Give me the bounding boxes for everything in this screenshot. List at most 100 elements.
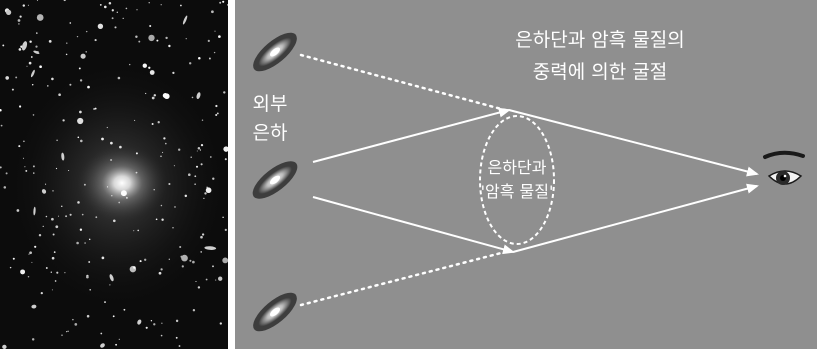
star bbox=[58, 216, 59, 217]
star bbox=[200, 149, 201, 150]
star bbox=[212, 265, 214, 267]
star bbox=[77, 36, 78, 37]
star bbox=[23, 4, 25, 6]
star bbox=[217, 112, 219, 114]
star bbox=[80, 79, 82, 81]
star bbox=[225, 229, 227, 231]
star bbox=[55, 280, 57, 282]
star bbox=[222, 257, 228, 263]
star bbox=[15, 76, 17, 78]
star bbox=[45, 184, 46, 185]
star bbox=[176, 337, 178, 339]
star bbox=[165, 143, 167, 145]
star bbox=[89, 289, 91, 291]
star bbox=[51, 218, 54, 221]
star bbox=[53, 234, 55, 236]
star bbox=[118, 77, 121, 80]
star bbox=[56, 140, 58, 142]
star bbox=[192, 97, 194, 99]
star bbox=[133, 266, 136, 269]
star bbox=[19, 15, 21, 17]
star bbox=[200, 251, 202, 253]
star bbox=[32, 338, 34, 340]
star bbox=[185, 195, 187, 197]
star bbox=[194, 184, 195, 185]
star bbox=[196, 166, 198, 168]
star bbox=[65, 215, 67, 217]
star bbox=[215, 280, 216, 281]
star bbox=[5, 76, 9, 80]
star bbox=[61, 206, 62, 207]
star bbox=[193, 309, 195, 311]
star bbox=[156, 40, 158, 42]
star bbox=[51, 272, 52, 273]
star bbox=[208, 40, 210, 42]
cluster-dark-matter-outline bbox=[480, 116, 554, 244]
star bbox=[195, 281, 196, 282]
star bbox=[203, 198, 204, 199]
star bbox=[58, 93, 61, 96]
star bbox=[143, 64, 147, 68]
star bbox=[168, 45, 170, 47]
star bbox=[52, 190, 53, 191]
star bbox=[160, 156, 162, 158]
star bbox=[19, 48, 22, 51]
star bbox=[69, 22, 71, 24]
star bbox=[158, 121, 160, 123]
star bbox=[39, 65, 42, 68]
star bbox=[31, 56, 33, 58]
star bbox=[34, 246, 36, 248]
star bbox=[111, 195, 112, 196]
star bbox=[149, 25, 151, 27]
star bbox=[46, 267, 48, 269]
star bbox=[18, 145, 20, 147]
star bbox=[109, 2, 112, 5]
star bbox=[68, 170, 69, 171]
star bbox=[55, 225, 58, 228]
star bbox=[66, 42, 67, 43]
star bbox=[36, 32, 38, 34]
star bbox=[46, 216, 48, 218]
star bbox=[6, 172, 8, 174]
star bbox=[202, 119, 203, 120]
lens-caption-line1: 은하단과 암흑 물질의 bbox=[515, 29, 684, 51]
star bbox=[64, 272, 65, 273]
star bbox=[66, 331, 67, 332]
star bbox=[148, 35, 154, 41]
star bbox=[52, 289, 53, 290]
star bbox=[210, 156, 212, 158]
star bbox=[152, 123, 154, 125]
star bbox=[144, 259, 146, 261]
star bbox=[35, 46, 37, 48]
star bbox=[102, 257, 105, 260]
star bbox=[206, 279, 208, 281]
star bbox=[182, 265, 184, 267]
star bbox=[123, 18, 124, 19]
star bbox=[107, 186, 108, 187]
star bbox=[77, 201, 80, 204]
star bbox=[218, 35, 221, 38]
star bbox=[212, 178, 214, 180]
star bbox=[98, 24, 103, 29]
star bbox=[114, 26, 116, 28]
star bbox=[219, 2, 221, 4]
star bbox=[154, 94, 156, 96]
star bbox=[145, 93, 146, 94]
star bbox=[86, 276, 89, 279]
star bbox=[121, 190, 127, 196]
star bbox=[100, 333, 102, 335]
star bbox=[181, 255, 188, 262]
star bbox=[18, 19, 21, 22]
cluster-label-line2: '암흑 물질' bbox=[481, 182, 554, 201]
star bbox=[146, 327, 148, 329]
star bbox=[211, 10, 214, 13]
star bbox=[149, 2, 150, 3]
star bbox=[161, 219, 163, 221]
star bbox=[138, 41, 140, 43]
star bbox=[54, 251, 56, 253]
star bbox=[115, 344, 117, 346]
star bbox=[161, 323, 162, 324]
star bbox=[126, 197, 128, 199]
star bbox=[33, 114, 35, 116]
star bbox=[225, 158, 227, 160]
